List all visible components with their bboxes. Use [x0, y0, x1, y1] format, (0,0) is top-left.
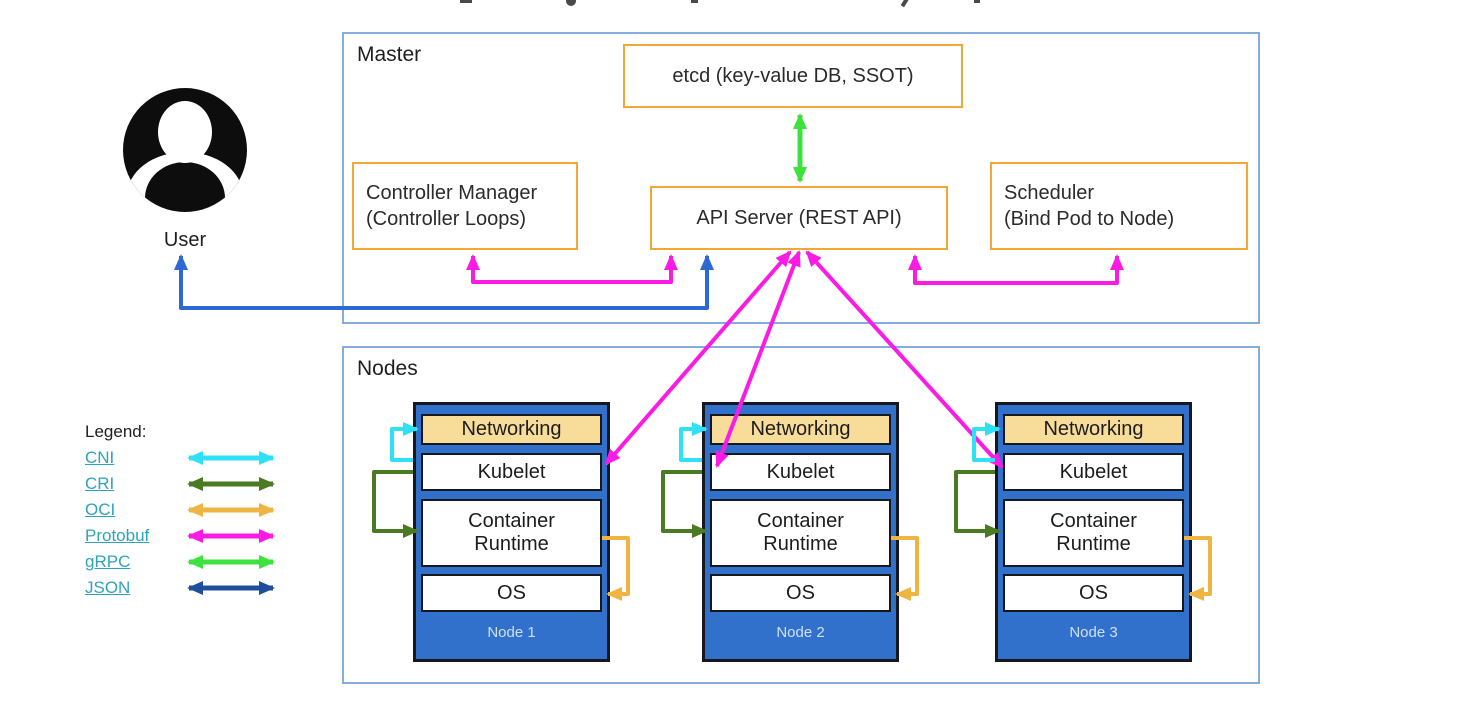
- os-label: OS: [497, 581, 526, 604]
- networking-label: Networking: [461, 418, 562, 440]
- node-name: Node 2: [776, 624, 825, 641]
- cropped-title-remnant: [691, 0, 698, 3]
- master-label: Master: [357, 43, 422, 66]
- legend-link-oci[interactable]: OCI: [85, 500, 116, 519]
- legend-row-json: JSON: [85, 575, 279, 601]
- container-runtime-box: Container Runtime: [1003, 499, 1184, 567]
- controller-manager-label: Controller Manager: [366, 182, 538, 204]
- container-runtime-label: Container: [1050, 510, 1137, 532]
- etcd-label: etcd (key-value DB, SSOT): [672, 65, 914, 87]
- container-runtime-box: Container Runtime: [710, 499, 891, 567]
- cropped-title-remnant: [460, 0, 472, 3]
- kubelet-box: Kubelet: [1003, 453, 1184, 491]
- grpc-arrow-icon: [187, 555, 275, 569]
- node-tower-1: Networking Kubelet Container Runtime OS …: [413, 402, 610, 662]
- oci-arrow-icon: [187, 503, 275, 517]
- kubelet-box: Kubelet: [421, 453, 602, 491]
- cropped-title-remnant: [566, 0, 576, 6]
- container-runtime-label: Runtime: [763, 533, 838, 555]
- node-tower-2: Networking Kubelet Container Runtime OS …: [702, 402, 899, 662]
- nodes-label: Nodes: [357, 357, 418, 380]
- legend-row-oci: OCI: [85, 497, 279, 523]
- cropped-title-remnant: [974, 0, 980, 3]
- user-icon: [123, 88, 247, 212]
- controller-manager-sublabel: (Controller Loops): [366, 208, 527, 230]
- container-runtime-label: Container: [468, 510, 555, 532]
- scheduler-label: Scheduler: [1004, 182, 1095, 204]
- user-figure: User: [114, 86, 256, 252]
- networking-box: Networking: [421, 414, 602, 445]
- networking-box: Networking: [1003, 414, 1184, 445]
- kubelet-label: Kubelet: [1059, 460, 1128, 483]
- os-label: OS: [786, 581, 815, 604]
- container-runtime-label: Runtime: [1056, 533, 1131, 555]
- networking-label: Networking: [1043, 418, 1144, 440]
- user-label: User: [163, 229, 207, 251]
- legend-row-cni: CNI: [85, 445, 279, 471]
- os-label: OS: [1079, 581, 1108, 604]
- node-name: Node 1: [487, 624, 536, 641]
- legend-link-grpc[interactable]: gRPC: [85, 552, 131, 571]
- networking-label: Networking: [750, 418, 851, 440]
- legend-row-grpc: gRPC: [85, 549, 279, 575]
- node-name: Node 3: [1069, 624, 1118, 641]
- os-box: OS: [1003, 574, 1184, 612]
- legend-link-json[interactable]: JSON: [85, 578, 131, 597]
- legend-link-protobuf[interactable]: Protobuf: [85, 526, 150, 545]
- container-runtime-label: Container: [757, 510, 844, 532]
- controller-manager-box: Controller Manager (Controller Loops): [352, 162, 578, 250]
- container-runtime-label: Runtime: [474, 533, 549, 555]
- kubelet-box: Kubelet: [710, 453, 891, 491]
- os-box: OS: [421, 574, 602, 612]
- node-tower-3: Networking Kubelet Container Runtime OS …: [995, 402, 1192, 662]
- cri-arrow-icon: [187, 477, 275, 491]
- etcd-box: etcd (key-value DB, SSOT): [623, 44, 963, 108]
- legend: Legend: CNI CRI OCI Protobuf gRPC JSON: [85, 418, 279, 601]
- networking-box: Networking: [710, 414, 891, 445]
- api-server-box: API Server (REST API): [650, 186, 948, 250]
- os-box: OS: [710, 574, 891, 612]
- scheduler-sublabel: (Bind Pod to Node): [1004, 208, 1175, 230]
- container-runtime-box: Container Runtime: [421, 499, 602, 567]
- cni-arrow-icon: [187, 451, 275, 465]
- legend-link-cri[interactable]: CRI: [85, 474, 115, 493]
- protobuf-arrow-icon: [187, 529, 275, 543]
- legend-row-protobuf: Protobuf: [85, 523, 279, 549]
- cropped-title-remnant: [900, 0, 910, 8]
- legend-link-cni[interactable]: CNI: [85, 448, 115, 467]
- json-arrow-icon: [187, 581, 275, 595]
- kubelet-label: Kubelet: [766, 460, 835, 483]
- legend-row-cri: CRI: [85, 471, 279, 497]
- scheduler-box: Scheduler (Bind Pod to Node): [990, 162, 1248, 250]
- legend-title: Legend:: [85, 422, 147, 441]
- api-server-label: API Server (REST API): [696, 207, 902, 229]
- kubelet-label: Kubelet: [477, 460, 546, 483]
